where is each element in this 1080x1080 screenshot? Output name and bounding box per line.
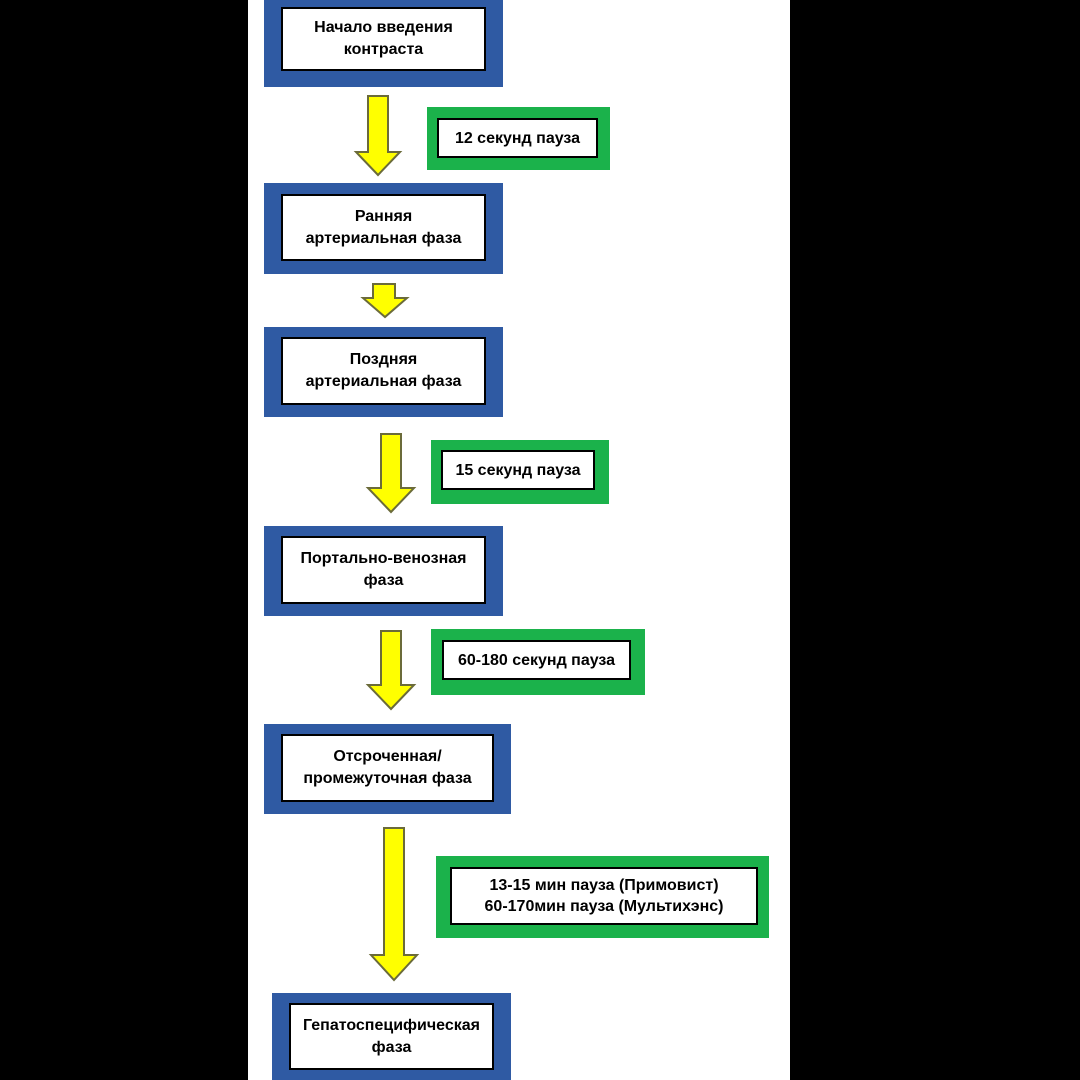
phase-node-delayed-transitional: Отсроченная/ промежуточная фаза bbox=[264, 724, 511, 814]
phase-node-early-arterial: Ранняя артериальная фаза bbox=[264, 183, 503, 274]
phase-label: Начало введения контраста bbox=[314, 19, 453, 58]
down-arrow-3 bbox=[365, 433, 417, 514]
phase-node-hepatobiliary: Гепатоспецифическая фаза bbox=[272, 993, 511, 1080]
down-arrow-2 bbox=[360, 283, 410, 319]
pause-label: 12 секунд пауза bbox=[454, 129, 581, 147]
pause-box-hepatobiliary-delay: 13-15 мин пауза (Примовист) 60-170мин па… bbox=[436, 856, 769, 938]
down-arrow-5 bbox=[368, 827, 420, 982]
phase-node-portal-venous: Портально-венозная фаза bbox=[264, 526, 503, 616]
phase-label: Портально-венозная фаза bbox=[300, 550, 467, 589]
phase-node-late-arterial: Поздняя артериальная фаза bbox=[264, 327, 503, 417]
phase-label: Гепатоспецифическая фаза bbox=[303, 1016, 480, 1056]
pause-label: 15 секунд пауза bbox=[455, 461, 581, 479]
down-arrow-4 bbox=[365, 630, 417, 711]
pause-box-12s: 12 секунд пауза bbox=[427, 107, 610, 170]
pause-box-15s: 15 секунд пауза bbox=[431, 440, 609, 504]
pause-label: 60-180 секунд пауза bbox=[457, 651, 616, 669]
diagram-canvas: Начало введения контраста Ранняя артериа… bbox=[248, 0, 790, 1080]
phase-label: Поздняя артериальная фаза bbox=[305, 351, 462, 390]
down-arrow-1 bbox=[353, 95, 403, 177]
pause-label: 13-15 мин пауза (Примовист) 60-170мин па… bbox=[484, 877, 724, 915]
phase-label: Отсроченная/ промежуточная фаза bbox=[303, 748, 472, 787]
phase-node-contrast-start: Начало введения контраста bbox=[264, 0, 503, 87]
phase-label: Ранняя артериальная фаза bbox=[305, 207, 462, 247]
pause-box-60-180s: 60-180 секунд пауза bbox=[431, 629, 645, 695]
